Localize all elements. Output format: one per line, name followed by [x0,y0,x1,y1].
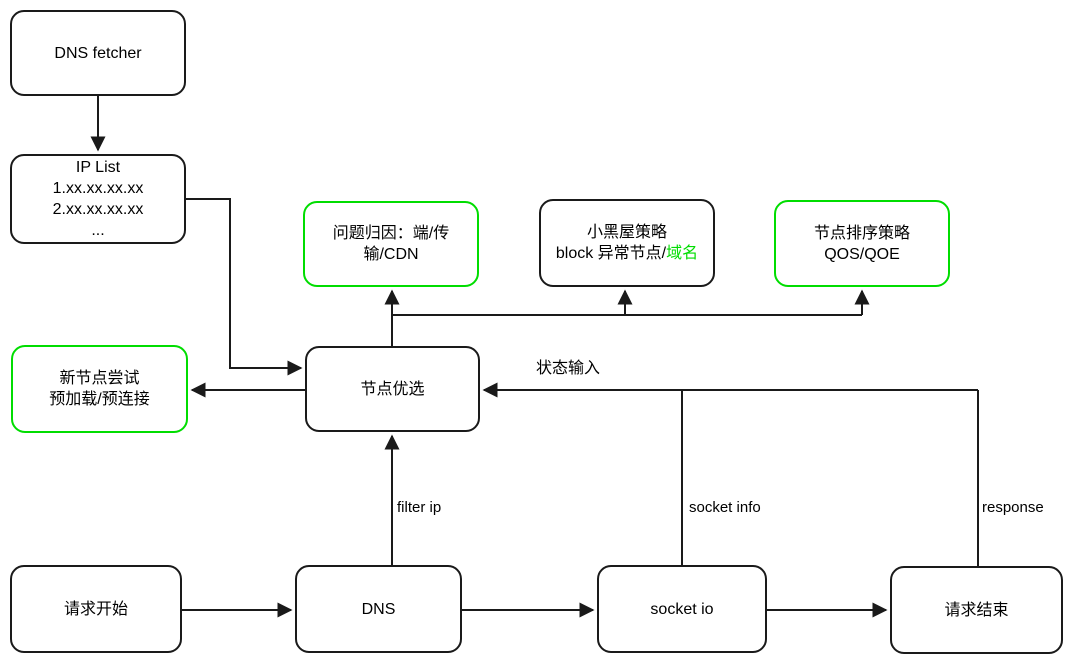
node-socket-io: socket io [597,565,767,653]
node-label: ... [91,222,105,239]
node-ip-list: IP List 1.xx.xx.xx.xx 2.xx.xx.xx.xx ... [10,154,186,244]
node-label-highlight: 域名 [666,245,699,262]
node-label: 1.xx.xx.xx.xx [52,180,144,197]
node-label-text: block 异常节点/ [555,245,667,262]
edge-label-status-input: 状态输入 [536,360,601,378]
node-label: DNS fetcher [54,44,142,62]
edge-label-filter-ip: filter ip [397,499,442,517]
edge-label-socket-info: socket info [689,499,761,517]
node-label: 新节点尝试 [59,370,140,387]
node-sorting-policy: 节点排序策略 QOS/QOE [774,200,950,287]
node-label: 节点排序策略 [813,224,910,242]
node-label: 请求开始 [63,600,128,618]
node-label: DNS [361,600,396,618]
node-problem-attribution: 问题归因：端/传 输/CDN [303,201,479,287]
node-request-end: 请求结束 [890,566,1063,654]
node-label: 问题归因：端/传 [332,225,450,242]
node-label: socket io [650,600,714,618]
node-label: block 异常节点/域名 [556,243,698,264]
edge-ip-list-to-node-selection [186,198,303,376]
node-label: IP List [75,159,121,176]
node-node-selection: 节点优选 [305,346,480,432]
node-label: 节点优选 [360,380,425,398]
node-label: 请求结束 [944,601,1009,619]
node-label: 2.xx.xx.xx.xx [52,201,144,218]
node-label: 小黑屋策略 [586,224,667,241]
node-label: 输/CDN [363,246,419,263]
node-dns: DNS [295,565,462,653]
edge-label-response: response [982,499,1044,517]
node-label: QOS/QOE [824,245,900,263]
node-request-start: 请求开始 [10,565,182,653]
node-dns-fetcher: DNS fetcher [10,10,186,96]
node-blackroom-policy: 小黑屋策略 block 异常节点/域名 [539,199,715,287]
node-new-node-try: 新节点尝试 预加载/预连接 [11,345,188,433]
node-label: 预加载/预连接 [49,391,150,408]
